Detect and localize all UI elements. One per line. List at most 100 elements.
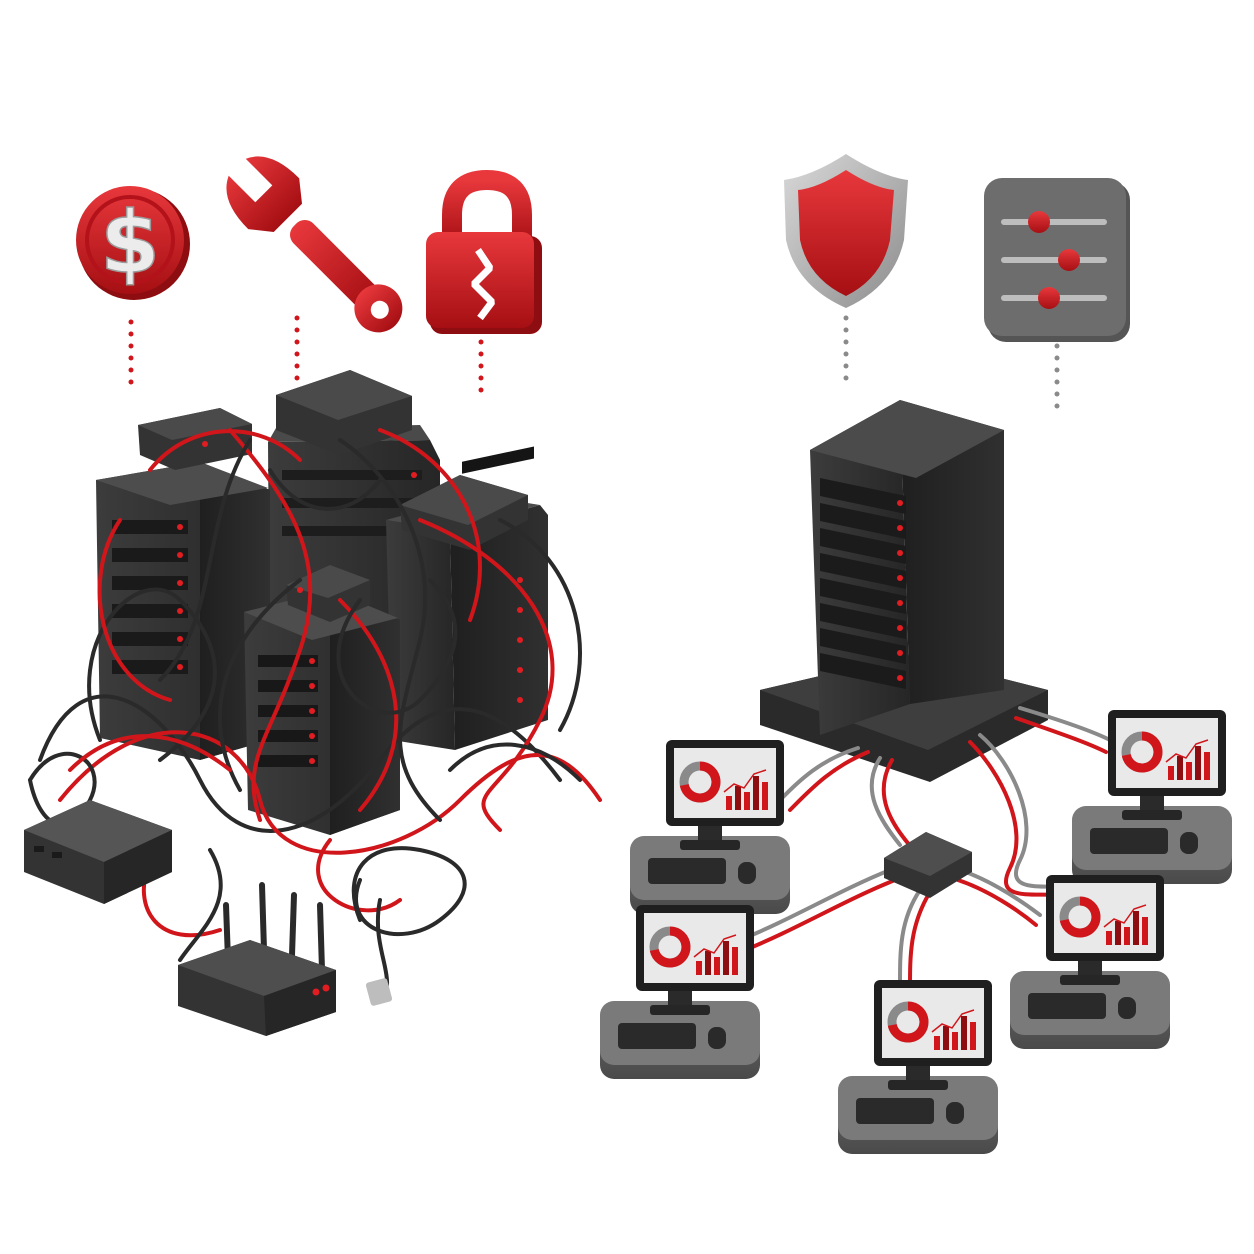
server-status-leds [897, 500, 903, 681]
workstation [1010, 875, 1170, 1049]
screen-bar [723, 941, 729, 975]
screen-bar [714, 957, 720, 975]
mouse [946, 1102, 964, 1124]
monitor-foot [1060, 975, 1120, 985]
slider-knob-3 [1038, 287, 1060, 309]
screen-bar [1133, 911, 1139, 945]
server-drive-bays [820, 478, 906, 689]
screen-bar [1124, 927, 1130, 945]
keyboard [648, 858, 726, 884]
cable-bundle-to-switch [869, 756, 914, 850]
dollar-coin-icon: $ [76, 186, 190, 300]
workstation [1072, 710, 1232, 884]
screen-trend-line [1103, 904, 1147, 928]
screen-bar [726, 796, 732, 810]
organized-cables [738, 706, 1112, 990]
screen-bar [961, 1016, 967, 1050]
cable-plug [365, 978, 393, 1006]
cable-switch-to-left [738, 868, 897, 952]
mouse [738, 862, 756, 884]
screen-bar [1195, 746, 1201, 780]
screen-bar [1186, 762, 1192, 780]
screen-bar [762, 782, 768, 810]
donut-segment [1121, 731, 1163, 773]
screen-bar [934, 1036, 940, 1050]
server-tower-left [96, 462, 270, 760]
screen-bar [1106, 931, 1112, 945]
cable-switch-to-bottom [898, 888, 932, 990]
screen-bar [952, 1032, 958, 1050]
screen-trend-line [723, 769, 767, 793]
screen-bar [705, 951, 711, 975]
wifi-router [178, 882, 336, 1036]
monitor-screen [882, 988, 984, 1058]
connector-sliders [1054, 343, 1060, 409]
left-panel: $ [24, 154, 602, 1036]
mouse [1180, 832, 1198, 854]
monitor-foot [650, 1005, 710, 1015]
settings-sliders-icon [984, 178, 1130, 342]
donut-segment [679, 761, 721, 803]
server-tower-front [244, 590, 400, 835]
screen-bar [943, 1026, 949, 1050]
connector-padlock [478, 339, 484, 393]
connector-wrench [294, 315, 300, 381]
network-hub-top-center [276, 370, 412, 455]
workstations [600, 710, 1232, 1154]
screen-bar [1115, 921, 1121, 945]
slider-knob-1 [1028, 211, 1050, 233]
screen-bar [744, 792, 750, 810]
modem-box [24, 800, 172, 904]
right-icons [784, 154, 1130, 342]
server-cluster [96, 370, 548, 835]
monitor-foot [888, 1080, 948, 1090]
keyboard [1090, 828, 1168, 854]
keyboard [856, 1098, 934, 1124]
slider-knob-2 [1058, 249, 1080, 271]
screen-bar [1168, 766, 1174, 780]
screen-bar [1142, 917, 1148, 945]
donut-segment [887, 1001, 929, 1043]
donut-segment [649, 926, 691, 968]
screen-trend-line [693, 934, 737, 958]
screen-bar [1177, 756, 1183, 780]
cable-bundle-to-upper-left [778, 746, 870, 812]
mouse [708, 1027, 726, 1049]
cable-switch-to-right [956, 868, 1042, 927]
left-icons: $ [76, 154, 542, 334]
monitor-screen [1116, 718, 1218, 788]
screen-trend-line [1165, 739, 1209, 763]
monitor-screen [1054, 883, 1156, 953]
right-panel [600, 154, 1232, 1154]
cable-bundle-to-right [1014, 706, 1112, 754]
left-connectors [128, 315, 484, 393]
monitor-foot [1122, 810, 1182, 820]
workstation [838, 980, 998, 1154]
monitor-foot [680, 840, 740, 850]
connector-dollar [128, 319, 134, 385]
donut-segment [1059, 896, 1101, 938]
screen-bar [735, 786, 741, 810]
tangled-cables [28, 428, 602, 1002]
workstation [630, 740, 790, 914]
workstation [600, 905, 760, 1079]
monitor-screen [674, 748, 776, 818]
cable-bundle-to-lower-right [968, 733, 1082, 900]
shield-icon [784, 154, 908, 308]
right-connectors [843, 315, 1060, 409]
screen-bar [1204, 752, 1210, 780]
screen-bar [970, 1022, 976, 1050]
screen-bar [696, 961, 702, 975]
monitor-screen [644, 913, 746, 983]
network-switch [884, 832, 972, 898]
keyboard [1028, 993, 1106, 1019]
dollar-symbol: $ [100, 193, 160, 293]
broken-padlock-icon [426, 169, 542, 334]
mouse [1118, 997, 1136, 1019]
wrench-icon [224, 154, 403, 333]
screen-bar [732, 947, 738, 975]
keyboard [618, 1023, 696, 1049]
central-server [760, 400, 1048, 782]
screen-bar [753, 776, 759, 810]
